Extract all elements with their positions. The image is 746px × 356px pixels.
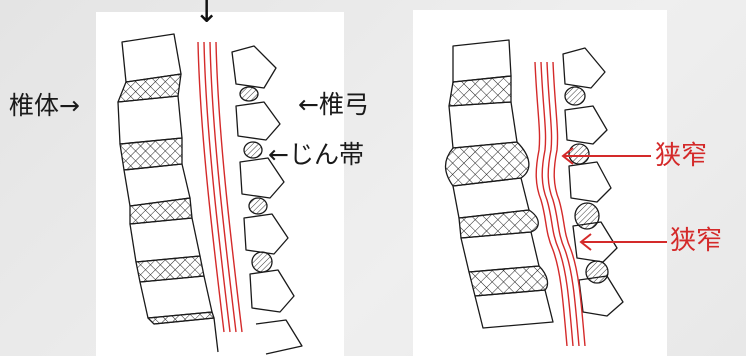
disc — [130, 198, 192, 224]
stenosis-label-upper: 狭窄 — [655, 143, 707, 169]
vertebral-body — [118, 96, 182, 144]
ligament-label: ←じん帯 — [268, 142, 364, 167]
ligament — [240, 87, 258, 101]
ligament — [252, 252, 272, 272]
stenosis-spine-panel — [413, 10, 667, 356]
normal-spine-drawing — [96, 12, 344, 356]
normal-spine-panel — [96, 12, 344, 356]
disc — [148, 312, 214, 324]
spinal-canal — [198, 42, 242, 332]
vertebral-body — [130, 218, 200, 262]
stenosis-label-lower: 狭窄 — [670, 228, 722, 254]
disc — [136, 256, 204, 282]
disc — [120, 138, 182, 170]
stenosis-spine-drawing — [413, 10, 667, 356]
down-arrow-icon: ↓ — [194, 0, 219, 28]
vertebral-arch-label: ←椎弓 — [298, 92, 369, 117]
disc — [118, 74, 181, 102]
ligament — [244, 142, 262, 158]
vertebral-body — [140, 276, 212, 318]
vertebral-body-label: 椎体→ — [9, 93, 80, 118]
ligament — [249, 198, 267, 214]
